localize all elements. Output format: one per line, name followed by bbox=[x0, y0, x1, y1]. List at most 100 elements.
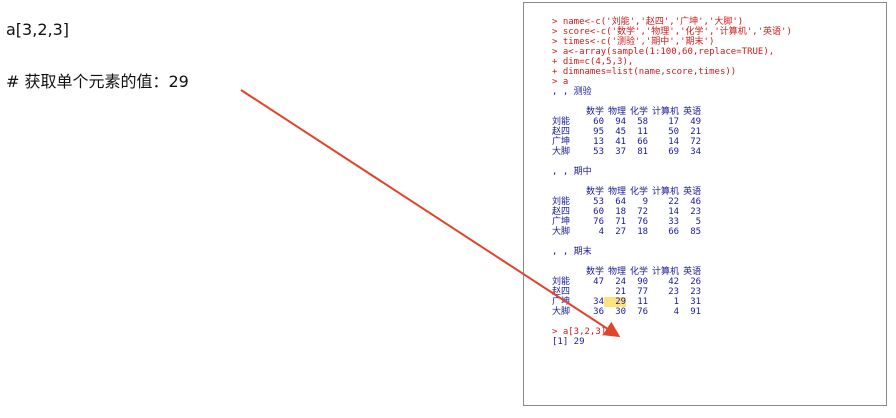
table-cell: 76 bbox=[593, 217, 605, 227]
blank-line bbox=[552, 317, 792, 327]
column-header: 计算机 bbox=[652, 107, 680, 117]
table-cell: 23 bbox=[668, 287, 680, 297]
blank-line bbox=[552, 157, 792, 167]
table-cell: 69 bbox=[668, 147, 680, 157]
table-cell: 58 bbox=[637, 117, 649, 127]
table-cell: 46 bbox=[690, 197, 702, 207]
table-cell: 76 bbox=[637, 217, 649, 227]
table-cell: 30 bbox=[615, 307, 627, 317]
console-command: > a[3,2,3] bbox=[552, 327, 607, 337]
table-cell: 37 bbox=[615, 147, 627, 157]
table-corner bbox=[552, 267, 582, 277]
row-header: 大脚 bbox=[552, 147, 571, 157]
table-header-row: 数学物理化学计算机英语 bbox=[552, 107, 701, 117]
table-cell: 50 bbox=[668, 127, 680, 137]
table-cell bbox=[582, 287, 604, 297]
console-command: > a bbox=[552, 77, 569, 87]
console-command: > times<-c('测验','期中','期末') bbox=[552, 37, 715, 47]
table-cell: 11 bbox=[637, 297, 649, 307]
table-corner bbox=[552, 187, 582, 197]
table-cell: 85 bbox=[690, 227, 702, 237]
table-cell: 72 bbox=[690, 137, 702, 147]
array-slice-title: , , 测验 bbox=[552, 87, 592, 97]
table-corner bbox=[552, 107, 582, 117]
table-cell: 41 bbox=[615, 137, 627, 147]
column-header: 数学 bbox=[586, 107, 605, 117]
column-header: 物理 bbox=[608, 107, 627, 117]
comment-note: # 获取单个元素的值：29 bbox=[6, 72, 189, 91]
column-header: 计算机 bbox=[652, 267, 680, 277]
row-header: 广坤 bbox=[552, 137, 571, 147]
table-cell: 27 bbox=[615, 227, 627, 237]
table-cell: 4 bbox=[598, 227, 605, 237]
table-header-row: 数学物理化学计算机英语 bbox=[552, 187, 701, 197]
console-command: + dimnames=list(name,score,times)) bbox=[552, 67, 737, 77]
table-cell: 14 bbox=[668, 137, 680, 147]
r-console-screenshot: > name<-c('刘能','赵四','广坤','大脚')> score<-c… bbox=[523, 2, 887, 406]
console-command: > a<-array(sample(1:100,60,replace=TRUE)… bbox=[552, 47, 775, 57]
table-cell: 1 bbox=[673, 297, 680, 307]
blank-line bbox=[552, 237, 792, 247]
console-output: [1] 29 bbox=[552, 337, 585, 347]
code-note: a[3,2,3] bbox=[6, 20, 69, 39]
table-cell: 23 bbox=[690, 287, 702, 297]
row-header: 刘能 bbox=[552, 197, 571, 207]
row-header: 广坤 bbox=[552, 297, 571, 307]
table-cell: 66 bbox=[637, 137, 649, 147]
table-cell: 21 bbox=[690, 127, 702, 137]
blank-line bbox=[552, 177, 792, 187]
column-header: 数学 bbox=[586, 267, 605, 277]
console-command: > name<-c('刘能','赵四','广坤','大脚') bbox=[552, 17, 744, 27]
row-header: 赵四 bbox=[552, 207, 571, 217]
table-cell: 91 bbox=[690, 307, 702, 317]
table-cell: 60 bbox=[593, 207, 605, 217]
row-header: 赵四 bbox=[552, 127, 571, 137]
blank-line bbox=[552, 257, 792, 267]
column-header: 化学 bbox=[630, 187, 649, 197]
table-cell: 34 bbox=[593, 297, 605, 307]
table-cell: 76 bbox=[637, 307, 649, 317]
row-header: 刘能 bbox=[552, 277, 571, 287]
console-content: > name<-c('刘能','赵四','广坤','大脚')> score<-c… bbox=[552, 17, 792, 347]
table-cell: 4 bbox=[673, 307, 680, 317]
table-cell: 21 bbox=[615, 287, 627, 297]
table-cell: 64 bbox=[615, 197, 627, 207]
row-header: 刘能 bbox=[552, 117, 571, 127]
table-cell: 18 bbox=[637, 227, 649, 237]
table-cell: 13 bbox=[593, 137, 605, 147]
table-cell: 14 bbox=[668, 207, 680, 217]
table-cell: 31 bbox=[690, 297, 702, 307]
table-cell: 60 bbox=[593, 117, 605, 127]
column-header: 物理 bbox=[608, 187, 627, 197]
table-cell: 45 bbox=[615, 127, 627, 137]
table-cell: 22 bbox=[668, 197, 680, 207]
table-cell: 24 bbox=[615, 277, 627, 287]
column-header: 化学 bbox=[630, 107, 649, 117]
table-cell: 53 bbox=[593, 147, 605, 157]
table-cell: 34 bbox=[690, 147, 702, 157]
table-header-row: 数学物理化学计算机英语 bbox=[552, 267, 701, 277]
table-cell: 95 bbox=[593, 127, 605, 137]
highlighted-cell: 29 bbox=[604, 297, 627, 307]
table-cell: 66 bbox=[668, 227, 680, 237]
table-cell: 36 bbox=[593, 307, 605, 317]
table-row: 广坤 13 41 66 14 72 bbox=[552, 137, 701, 147]
column-header: 英语 bbox=[683, 187, 702, 197]
table-cell: 5 bbox=[695, 217, 702, 227]
array-slice-title: , , 期中 bbox=[552, 167, 592, 177]
table-cell: 23 bbox=[690, 207, 702, 217]
console-command: > score<-c('数学','物理','化学','计算机','英语') bbox=[552, 27, 792, 37]
table-cell: 33 bbox=[668, 217, 680, 227]
table-cell: 11 bbox=[637, 127, 649, 137]
table-cell: 77 bbox=[637, 287, 649, 297]
